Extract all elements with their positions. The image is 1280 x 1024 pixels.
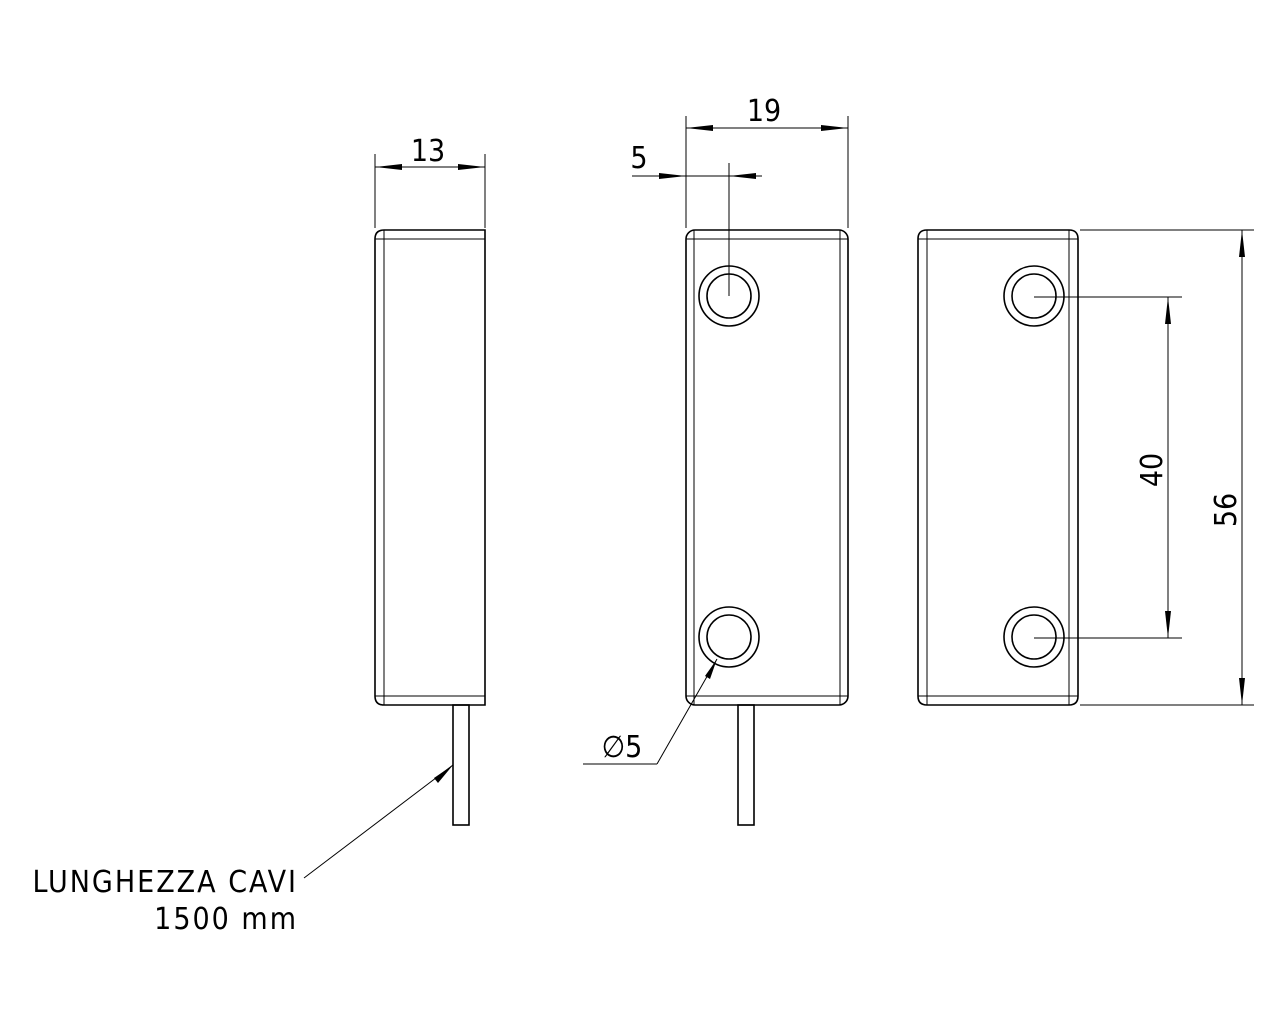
side-cable (452, 704, 470, 826)
note-line-1: LUNGHEZZA CAVI (32, 865, 298, 900)
dimension-label-diameter: ∅5 (602, 730, 643, 765)
cable-length-note: LUNGHEZZA CAVI 1500 mm (32, 764, 454, 937)
dimension-label-5: 5 (630, 141, 647, 176)
dimension-label-56: 56 (1209, 493, 1244, 527)
back-mounting-hole-bottom-outer (1003, 606, 1065, 668)
side-view (374, 229, 486, 826)
back-view (917, 229, 1079, 706)
back-mounting-hole-bottom (1011, 614, 1057, 660)
dimension-label-13: 13 (411, 134, 445, 169)
front-mounting-hole-bottom-outer (698, 606, 760, 668)
side-view-body (374, 229, 486, 706)
back-view-body (917, 229, 1079, 706)
front-view-body (685, 229, 849, 706)
dimension-label-40: 40 (1135, 453, 1170, 487)
front-view (685, 229, 849, 826)
dimension-hole-diameter: ∅5 (583, 658, 718, 765)
back-mounting-hole-top-outer (1003, 265, 1065, 327)
dimension-side-width: 13 (374, 134, 486, 228)
front-mounting-hole-bottom (706, 614, 752, 660)
dimension-hole-offset: 5 (630, 141, 762, 296)
note-line-2: 1500 mm (154, 902, 298, 937)
dimension-hole-spacing: 40 (1034, 296, 1182, 639)
front-cable (737, 704, 755, 826)
dimension-label-19: 19 (747, 94, 781, 129)
back-mounting-hole-top (1011, 273, 1057, 319)
dimension-front-width: 19 (685, 94, 849, 228)
dimension-height: 56 (1080, 229, 1254, 706)
